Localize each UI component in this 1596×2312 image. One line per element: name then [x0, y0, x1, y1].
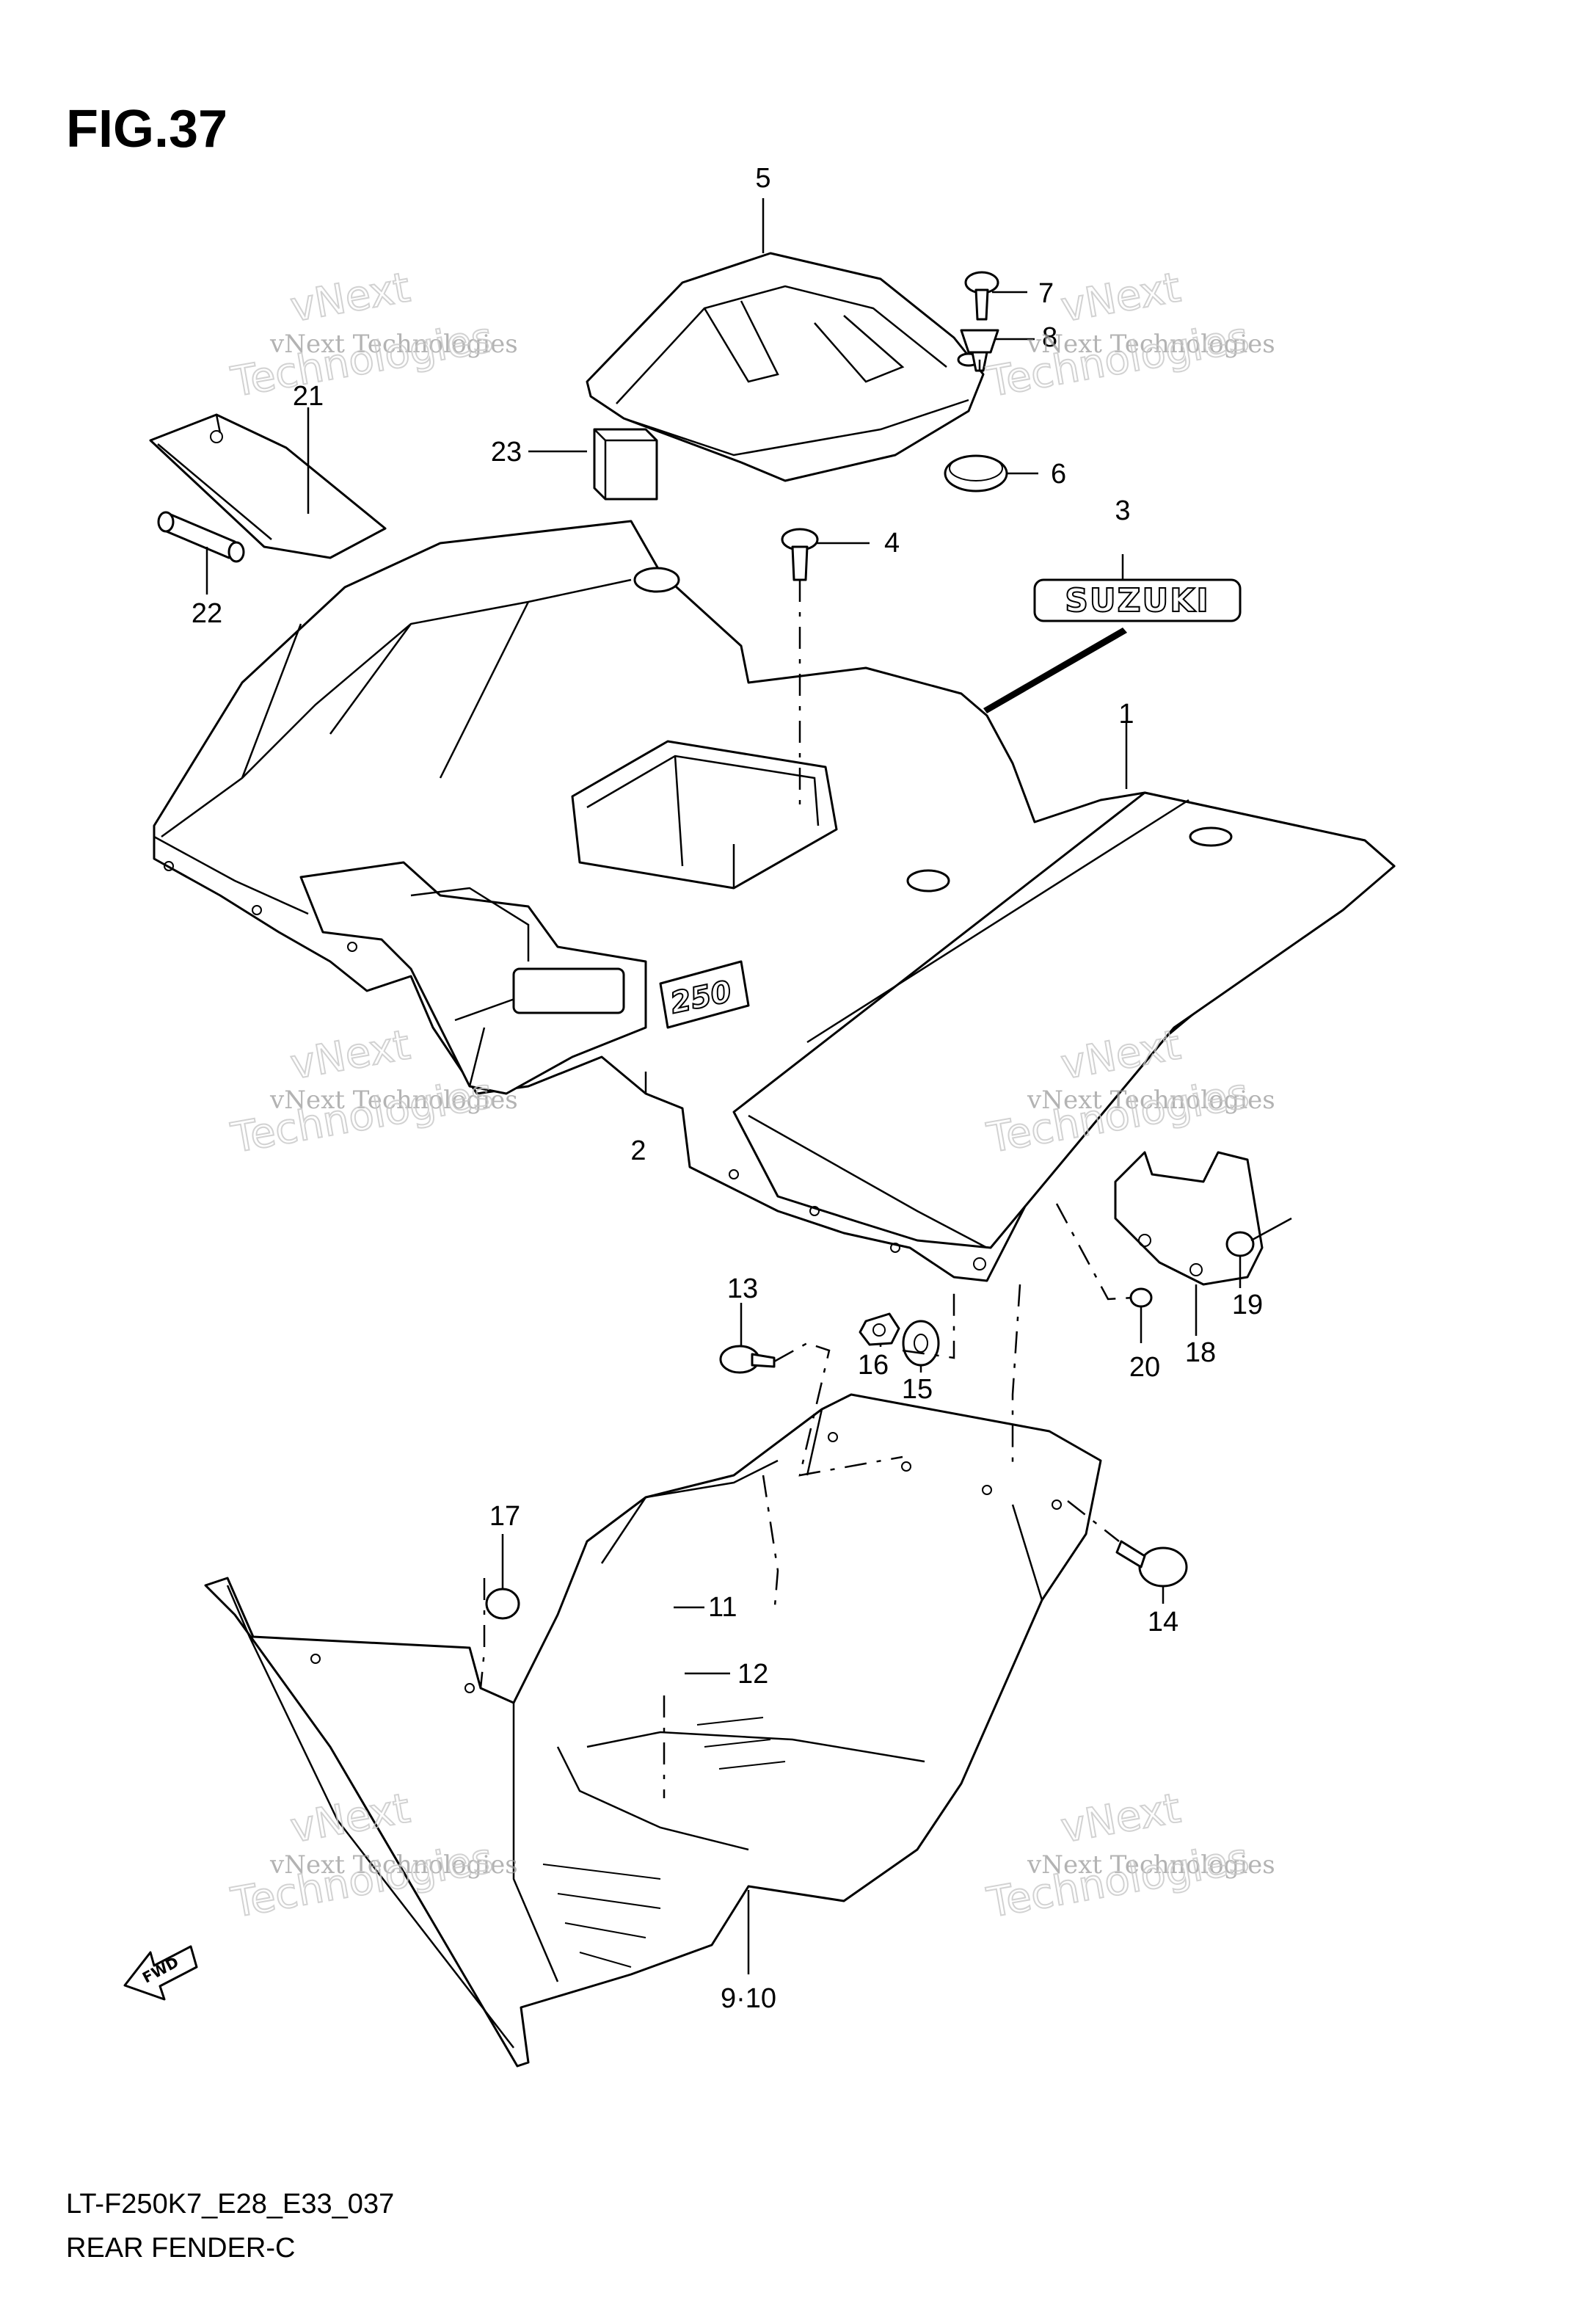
callout-23: 23 — [491, 437, 522, 468]
callout-9-10: 9·10 — [721, 1983, 776, 2014]
part-4-bolt — [781, 528, 819, 581]
leader-lines — [205, 198, 1242, 1974]
part-7-screw — [964, 271, 999, 321]
part-21-pad — [149, 413, 387, 559]
watermark-line1: vNext Technologies — [1027, 1086, 1275, 1115]
callout-labels: 5 7 8 21 23 6 4 3 22 1 2 13 16 15 20 18 … — [192, 163, 1263, 2014]
callout-15: 15 — [902, 1374, 933, 1405]
callout-3: 3 — [1115, 495, 1130, 526]
callout-17: 17 — [489, 1501, 520, 1532]
callout-13: 13 — [727, 1273, 758, 1304]
part-3-suzuki-badge: SUZUKI — [1033, 578, 1242, 622]
model-code: LT-F250K7_E28_E33_037 — [66, 2189, 394, 2220]
callout-2: 2 — [630, 1135, 646, 1166]
part-13-bolt — [719, 1345, 776, 1374]
callout-18: 18 — [1185, 1337, 1216, 1368]
part-18-bracket — [1114, 1151, 1264, 1286]
part-1-rear-fender: 250 — [153, 520, 1396, 1282]
callout-8: 8 — [1042, 322, 1057, 353]
callout-1: 1 — [1118, 699, 1134, 730]
callout-21: 21 — [293, 381, 324, 412]
callout-14: 14 — [1148, 1607, 1178, 1637]
part-6-cap — [944, 454, 1008, 492]
section-name: REAR FENDER-C — [66, 2233, 295, 2264]
watermark-overlay: vNext — [1057, 263, 1184, 331]
watermark-line1: vNext Technologies — [1027, 1850, 1275, 1880]
callout-7: 7 — [1038, 278, 1054, 309]
callout-20: 20 — [1129, 1352, 1160, 1383]
part-5-box-cover — [586, 252, 985, 482]
callout-22: 22 — [192, 598, 222, 629]
suzuki-badge-text: SUZUKI — [1065, 582, 1210, 619]
figure-title: FIG.37 — [66, 100, 227, 159]
callout-11: 11 — [708, 1592, 737, 1623]
part-16-nut — [859, 1312, 900, 1346]
callout-19: 19 — [1232, 1290, 1263, 1320]
watermark-line1: vNext Technologies — [269, 330, 518, 359]
watermark-overlay: vNext — [287, 263, 413, 331]
badge-leader-wedge — [983, 628, 1127, 713]
watermark-line2: Technologies — [983, 313, 1253, 407]
part-23-block — [593, 428, 658, 501]
part-17-grommet — [485, 1588, 520, 1620]
watermark-line2: Technologies — [227, 1069, 497, 1163]
part-22-roller — [157, 511, 245, 563]
callout-5: 5 — [755, 163, 770, 194]
part-8-clip — [960, 329, 999, 372]
callout-16: 16 — [858, 1350, 889, 1381]
watermark-overlay: vNext — [287, 1021, 413, 1088]
part-15-washer — [902, 1320, 940, 1367]
assembly-lines — [479, 360, 1134, 1798]
callout-12: 12 — [737, 1659, 768, 1690]
watermark-line2: Technologies — [983, 1834, 1253, 1927]
part-9-10-footrest — [204, 1393, 1102, 2068]
watermark-line1: vNext Technologies — [269, 1086, 518, 1115]
part-14-rivet — [1115, 1540, 1188, 1588]
watermark-overlay: vNext — [1057, 1784, 1184, 1852]
forward-arrow-icon: FWD — [123, 1945, 198, 2001]
watermark-line1: vNext Technologies — [269, 1850, 518, 1880]
callout-4: 4 — [884, 528, 900, 559]
callout-6: 6 — [1051, 459, 1066, 490]
part-19-bolt — [1225, 1217, 1292, 1257]
watermark-line1: vNext Technologies — [1027, 330, 1275, 359]
watermark-line2: Technologies — [227, 313, 497, 407]
part-20-washer — [1129, 1287, 1153, 1308]
